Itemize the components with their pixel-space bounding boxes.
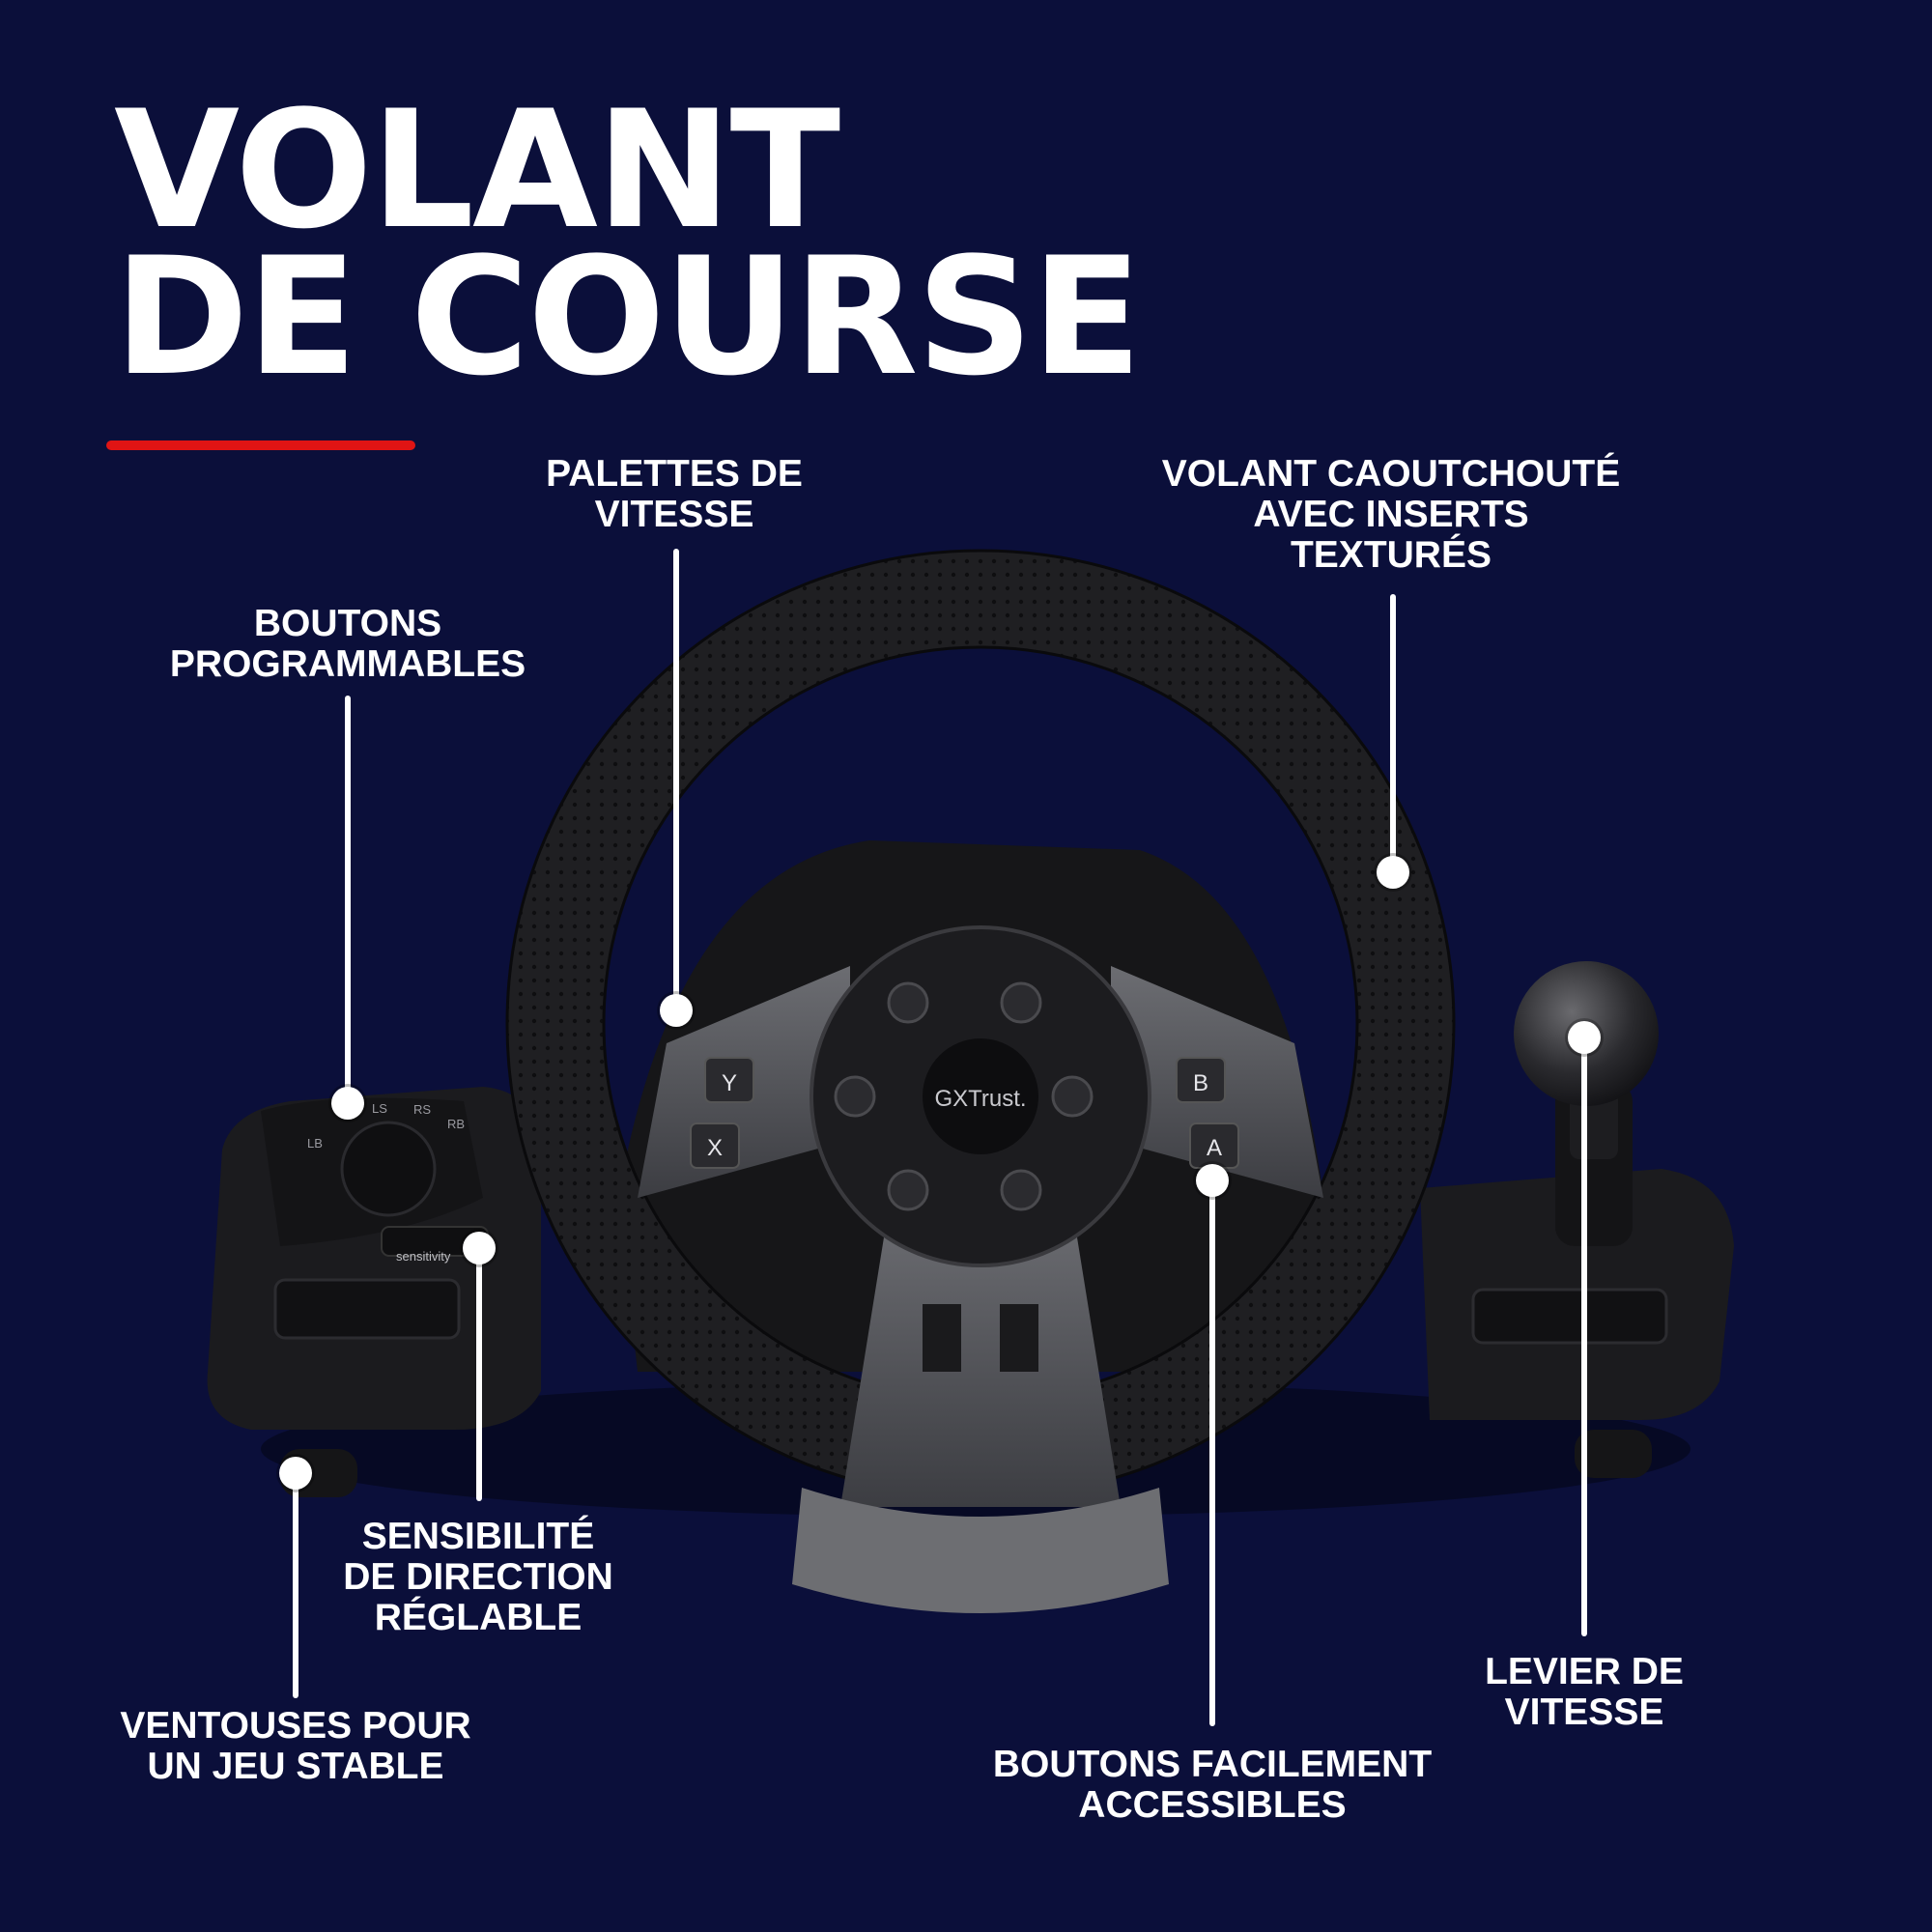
callout-label-buttons-access: BOUTONS FACILEMENT ACCESSIBLES xyxy=(992,1744,1433,1826)
callout-label-sensitivity: SENSIBILITÉ DE DIRECTION RÉGLABLE xyxy=(343,1516,613,1638)
callout-label-programmable: BOUTONS PROGRAMMABLES xyxy=(169,603,526,685)
callout-label-rubber-wheel: VOLANT CAOUTCHOUTÉ AVEC INSERTS TEXTURÉS xyxy=(1161,453,1621,576)
callout-line-gear-lever xyxy=(1581,1037,1587,1636)
left-base xyxy=(207,1087,541,1497)
callout-dot-paddles xyxy=(660,994,693,1027)
face-button-x: X xyxy=(707,1135,723,1161)
face-button-y: Y xyxy=(722,1070,737,1096)
rim-bottom-metal xyxy=(792,1488,1169,1613)
callout-dot-rubber-wheel xyxy=(1377,856,1409,889)
wheel-spoke-bottom xyxy=(840,1208,1121,1507)
callout-dot-sensitivity xyxy=(463,1232,496,1264)
callout-line-suction xyxy=(293,1473,298,1698)
face-button-b: B xyxy=(1193,1070,1208,1096)
callout-line-programmable xyxy=(345,696,351,1103)
base-button-rs: RS xyxy=(413,1102,431,1117)
callout-line-rubber-wheel xyxy=(1390,594,1396,872)
callout-line-buttons-access xyxy=(1209,1180,1215,1726)
base-button-ls: LS xyxy=(372,1101,387,1116)
callout-dot-suction xyxy=(279,1457,312,1490)
callout-dot-programmable xyxy=(331,1087,364,1120)
callout-dot-buttons-access xyxy=(1196,1164,1229,1197)
brand-logo: GXTrust. xyxy=(934,1086,1026,1112)
pedal-base-sensitivity-label: sensitivity xyxy=(396,1249,451,1264)
right-base xyxy=(1420,1169,1734,1478)
callout-line-paddles xyxy=(673,549,679,1010)
callout-dot-gear-lever xyxy=(1568,1021,1601,1054)
base-button-lb: LB xyxy=(307,1136,323,1151)
title-line-2: DE COURSE xyxy=(114,222,1142,412)
page-title: VOLANT DE COURSE xyxy=(114,75,1142,412)
base-button-rb: RB xyxy=(447,1117,465,1131)
callout-label-paddles: PALETTES DE VITESSE xyxy=(546,453,803,535)
title-line-1: VOLANT xyxy=(114,75,840,265)
callout-line-sensitivity xyxy=(476,1248,482,1501)
callout-label-gear-lever: LEVIER DE VITESSE xyxy=(1485,1651,1684,1733)
callout-label-suction: VENTOUSES POUR UN JEU STABLE xyxy=(120,1705,471,1787)
title-accent-bar xyxy=(106,440,415,450)
face-button-a: A xyxy=(1207,1135,1222,1161)
